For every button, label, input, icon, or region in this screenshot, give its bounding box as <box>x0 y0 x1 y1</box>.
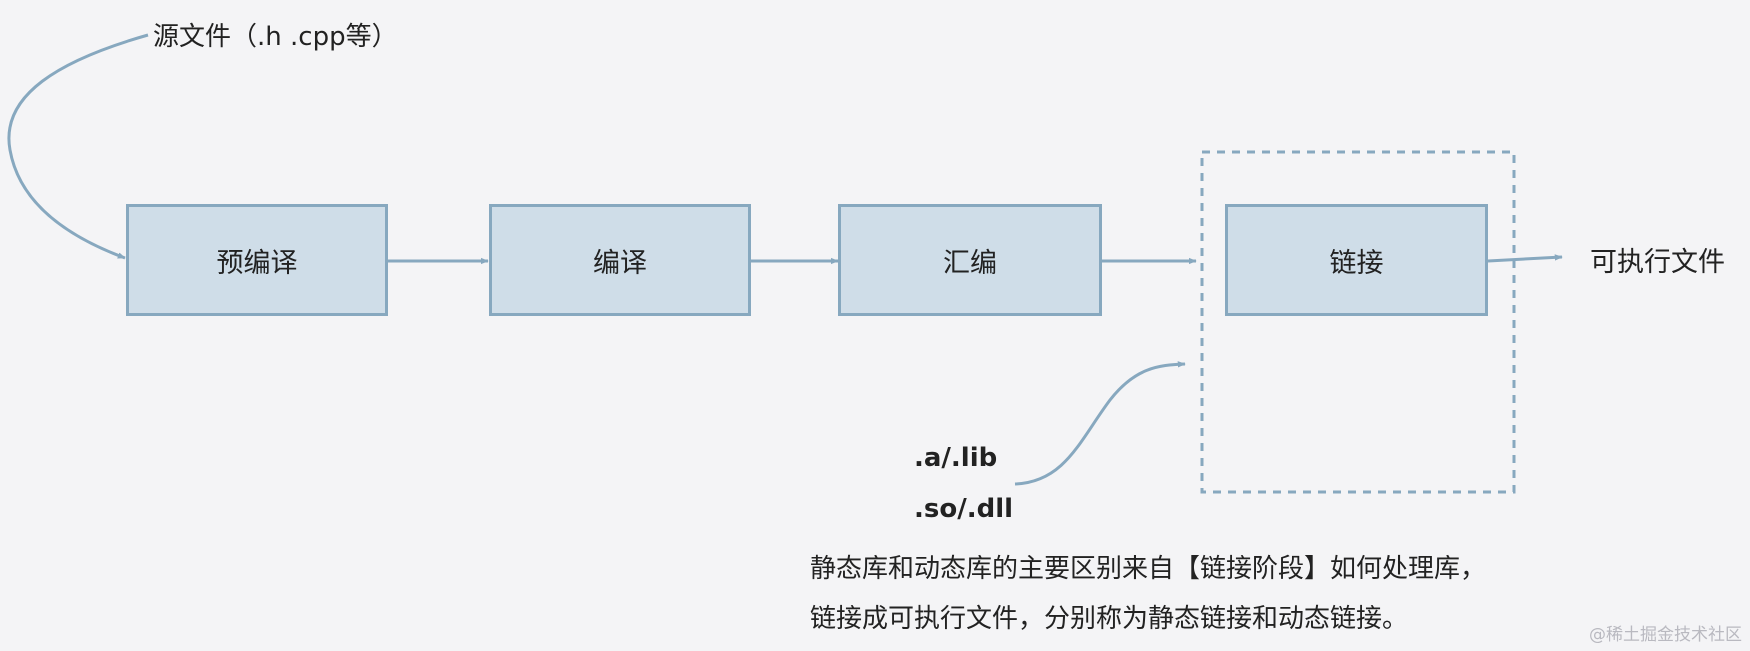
stage-label: 汇编 <box>943 247 997 279</box>
note-line: 静态库和动态库的主要区别来自【链接阶段】如何处理库， <box>810 554 1487 584</box>
source-to-precompile-arrow <box>7 33 149 260</box>
link-stage-region <box>1200 150 1516 494</box>
stage-box-link: 链接 <box>1225 204 1488 316</box>
executable-label: 可执行文件 <box>1590 247 1725 278</box>
stage-box-precompile: 预编译 <box>126 204 388 316</box>
note-line: 链接成可执行文件，分别称为静态链接和动态链接。 <box>810 604 1409 634</box>
arrow-link-to-output <box>1487 254 1563 263</box>
stage-box-assemble: 汇编 <box>838 204 1102 316</box>
watermark: @稀土掘金技术社区 <box>1589 625 1742 645</box>
libraries-to-link-arrow <box>1014 361 1186 486</box>
static-library-label: .a/.lib <box>914 443 998 473</box>
stage-label: 预编译 <box>216 247 298 279</box>
stage-label: 编译 <box>593 247 647 279</box>
dynamic-library-label: .so/.dll <box>914 494 1014 524</box>
source-file-label: 源文件（.h .cpp等） <box>153 22 398 52</box>
stage-box-compile: 编译 <box>489 204 751 316</box>
stage-label: 链接 <box>1329 247 1384 279</box>
